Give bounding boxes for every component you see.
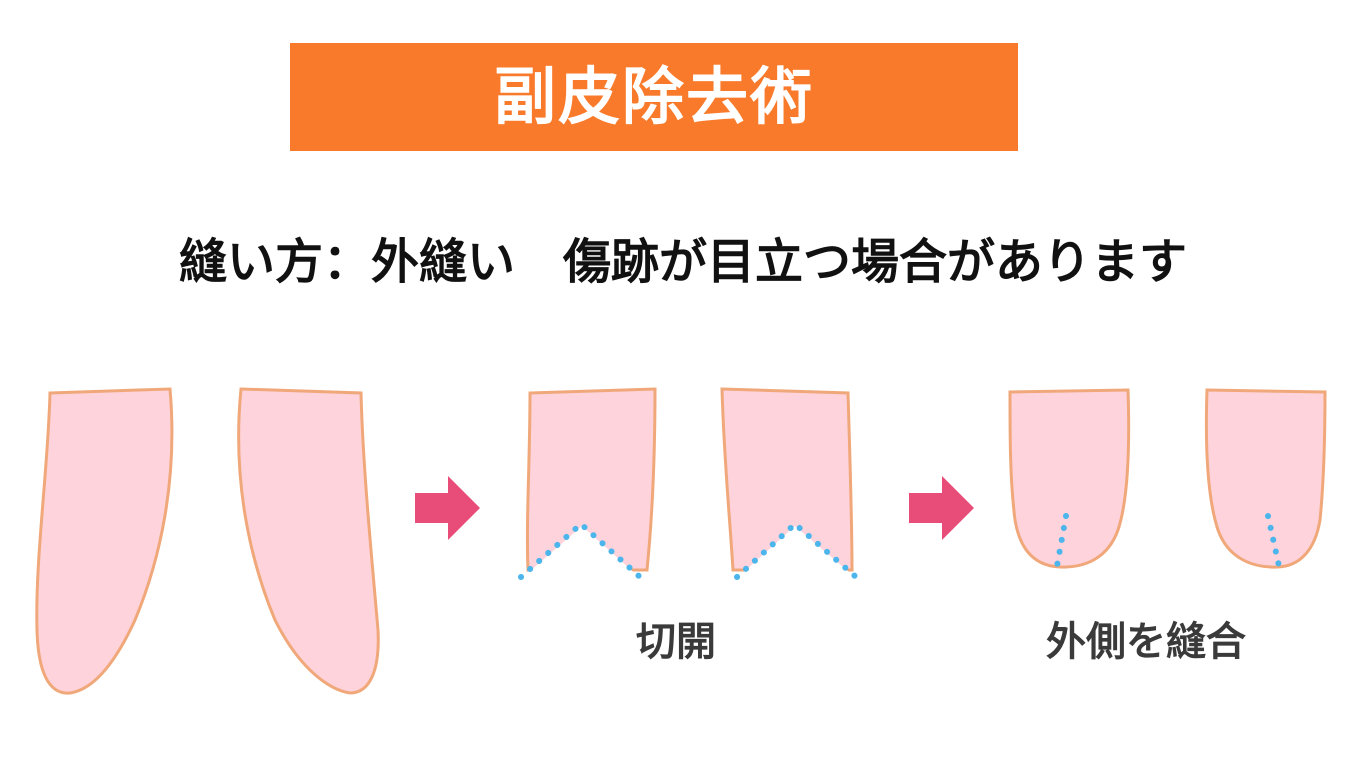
step-suture — [1008, 388, 1327, 569]
arrow-right-1 — [415, 476, 480, 540]
finger-right-incision — [720, 387, 854, 572]
finger-right-sutured — [1204, 388, 1327, 569]
suture-dots-right — [1265, 513, 1282, 569]
incision-notch-right — [737, 526, 856, 578]
finger-left-original — [35, 387, 174, 695]
step-label-incision: 切開 — [636, 619, 716, 665]
finger-left-sutured — [1008, 388, 1131, 569]
step-label-suture: 外側を縫合 — [1046, 619, 1246, 665]
page-title: 副皮除去術 — [493, 60, 814, 133]
step-original — [35, 387, 380, 695]
title-banner: 副皮除去術 — [290, 43, 1018, 151]
finger-left-incision — [525, 387, 657, 572]
step-incision — [518, 387, 859, 580]
incision-dots-left — [518, 519, 643, 580]
arrow-right-2 — [909, 476, 974, 540]
incision-dots-right — [734, 519, 859, 580]
finger-right-original — [237, 387, 380, 695]
incision-notch-left — [522, 526, 640, 578]
suture-dots-left — [1054, 513, 1069, 569]
subtitle: 縫い方：外縫い 傷跡が目立つ場合があります — [178, 234, 1187, 290]
